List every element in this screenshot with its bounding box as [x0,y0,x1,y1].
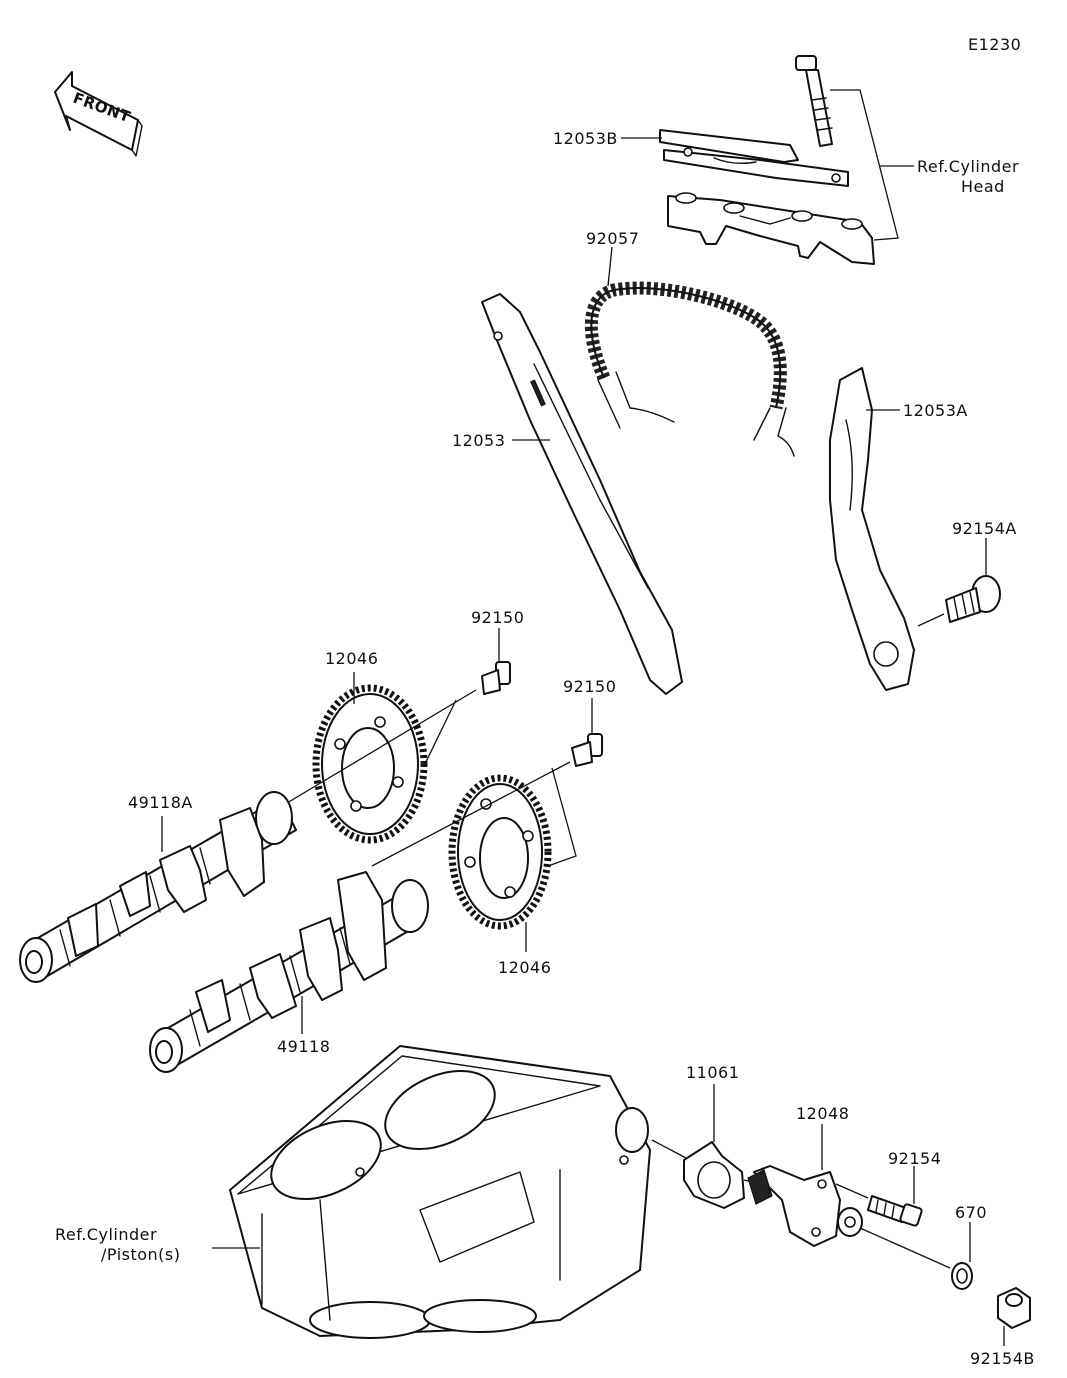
label-12046-top: 12046 [325,649,378,668]
label-49118: 49118 [277,1037,330,1056]
label-92154: 92154 [888,1149,941,1168]
camshaft-49118a [19,791,297,983]
cam-sprocket-12046-bottom [448,774,552,930]
camshaft-49118 [149,871,429,1073]
ref-cylinder-head-line2: Head [961,177,1005,196]
ref-cylinder-head-line1: Ref.Cylinder [917,157,1019,176]
label-92150-mid: 92150 [563,677,616,696]
o-ring-670 [951,1262,973,1290]
label-92150-top: 92150 [471,608,524,627]
chain-guide-12053 [481,293,683,695]
label-12053b: 12053B [553,129,618,148]
label-11061: 11061 [686,1063,739,1082]
label-12053: 12053 [452,431,505,450]
front-arrow-icon: FRONT [54,71,143,157]
camshaft-cap-holder [667,192,875,265]
label-92154b: 92154B [970,1349,1035,1368]
cylinder-head-bolt [795,55,833,147]
label-92057: 92057 [586,229,639,248]
ref-cylinder-piston-line2: /Piston(s) [101,1245,181,1264]
diagram-code: E1230 [968,35,1021,54]
cylinder-block [229,1045,651,1339]
label-670: 670 [955,1203,987,1222]
sprocket-bolt-92150-top [481,661,511,695]
label-12053a: 12053A [903,401,968,420]
label-12046-bottom: 12046 [498,958,551,977]
cap-bolt-92154b [997,1287,1031,1329]
cam-sprocket-12046-top [312,684,428,844]
label-49118a: 49118A [128,793,193,812]
ref-cylinder-piston-line1: Ref.Cylinder [55,1225,157,1244]
chain-tensioner-12048 [747,1165,863,1247]
timing-chain-92057 [584,281,795,457]
label-12048: 12048 [796,1104,849,1123]
sprocket-bolt-92150-mid [571,733,603,767]
gasket-11061 [683,1141,745,1209]
chain-guide-12053a [829,367,915,691]
pivot-bolt-92154a [945,575,1001,623]
label-92154a: 92154A [952,519,1017,538]
chain-guide-12053b [659,129,849,187]
tensioner-bolt-92154 [867,1195,923,1227]
